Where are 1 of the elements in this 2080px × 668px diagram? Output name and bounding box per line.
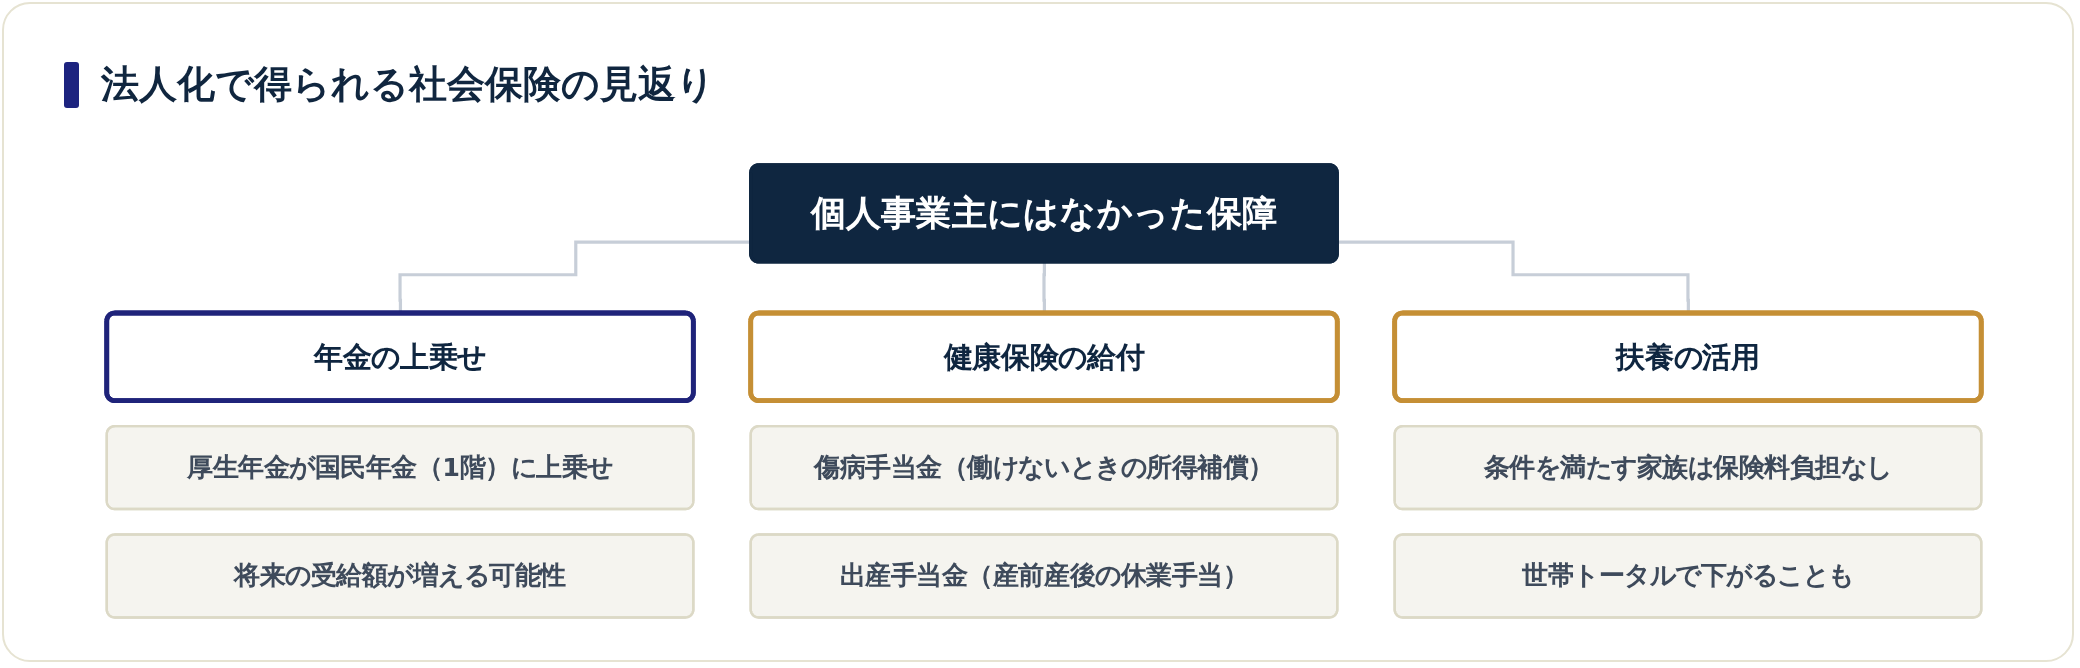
title: 法人化で得られる社会保険の見返り — [101, 62, 715, 108]
